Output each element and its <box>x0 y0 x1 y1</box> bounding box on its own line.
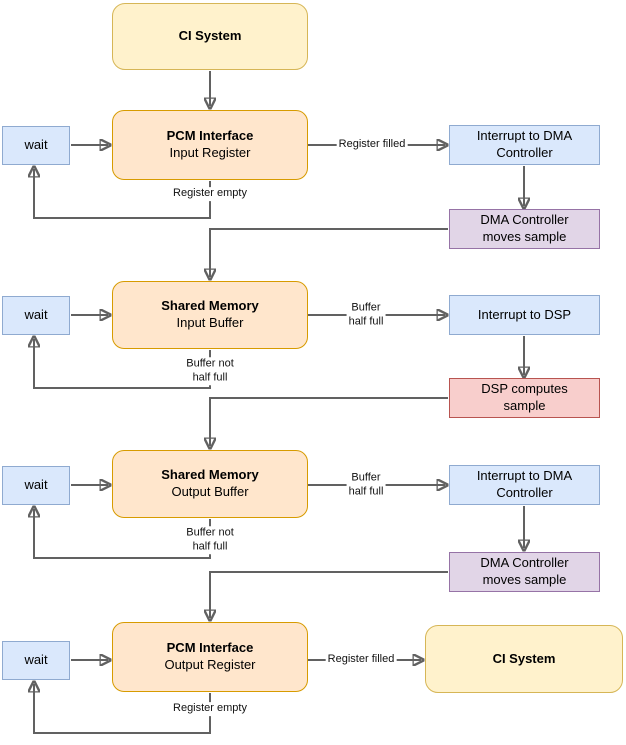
node-wait-3: wait <box>2 466 70 505</box>
node-title: PCM Interface <box>166 128 254 144</box>
edge-label-buffer-not-half-full-1: Buffer not half full <box>184 357 236 385</box>
node-label: wait <box>24 652 48 668</box>
node-shared-memory-output-buffer: Shared Memory Output Buffer <box>112 450 308 518</box>
node-label-line1: DMA Controller <box>480 212 569 228</box>
edge-label-buffer-not-half-full-2: Buffer not half full <box>184 526 236 554</box>
edge-label-buffer-half-full-1: Buffer half full <box>346 301 386 329</box>
edge-label-register-filled-1: Register filled <box>336 138 408 152</box>
edge-dma-moves1-to-shared-input <box>210 228 448 277</box>
node-interrupt-to-dma-1: Interrupt to DMA Controller <box>449 125 600 165</box>
node-label-line2: Controller <box>496 485 553 500</box>
node-subtitle: Output Register <box>164 657 256 672</box>
node-label: Interrupt to DSP <box>477 306 572 322</box>
edge-label-register-empty-1: Register empty <box>171 187 249 201</box>
edge-label-buffer-half-full-2: Buffer half full <box>346 471 386 499</box>
node-subtitle: Input Register <box>169 145 251 160</box>
node-label-line2: Controller <box>496 145 553 160</box>
node-title: Shared Memory <box>161 467 259 483</box>
node-label-line2: moves sample <box>482 572 567 587</box>
node-ci-system-bottom: CI System <box>425 625 623 693</box>
node-shared-memory-input-buffer: Shared Memory Input Buffer <box>112 281 308 349</box>
node-title: PCM Interface <box>166 640 254 656</box>
node-interrupt-to-dma-2: Interrupt to DMA Controller <box>449 465 600 505</box>
node-pcm-interface-input-register: PCM Interface Input Register <box>112 110 308 180</box>
node-label-line1: DMA Controller <box>480 555 569 571</box>
node-label: wait <box>24 137 48 153</box>
edge-label-register-empty-2: Register empty <box>171 702 249 716</box>
node-label: CI System <box>178 28 242 44</box>
node-wait-2: wait <box>2 296 70 335</box>
node-label-line1: Interrupt to DMA <box>476 128 573 144</box>
node-interrupt-to-dsp: Interrupt to DSP <box>449 295 600 335</box>
node-dma-controller-moves-sample-2: DMA Controller moves sample <box>449 552 600 592</box>
node-label: CI System <box>492 650 556 666</box>
node-label: wait <box>24 307 48 323</box>
node-dma-controller-moves-sample-1: DMA Controller moves sample <box>449 209 600 249</box>
node-dsp-computes-sample: DSP computes sample <box>449 378 600 418</box>
node-label-line2: sample <box>503 398 546 413</box>
node-wait-1: wait <box>2 126 70 165</box>
node-subtitle: Input Buffer <box>176 315 244 330</box>
node-subtitle: Output Buffer <box>171 484 249 499</box>
node-label-line2: moves sample <box>482 229 567 244</box>
node-title: Shared Memory <box>161 298 259 314</box>
edge-dma-moves2-to-pcm-output <box>210 571 448 618</box>
node-label: wait <box>24 477 48 493</box>
node-pcm-interface-output-register: PCM Interface Output Register <box>112 622 308 692</box>
node-label-line1: Interrupt to DMA <box>476 468 573 484</box>
node-ci-system-top: CI System <box>112 3 308 70</box>
edge-dsp-computes-to-shared-output <box>210 397 448 446</box>
node-wait-4: wait <box>2 641 70 680</box>
edge-label-register-filled-2: Register filled <box>325 653 397 667</box>
node-label-line1: DSP computes <box>481 381 568 397</box>
